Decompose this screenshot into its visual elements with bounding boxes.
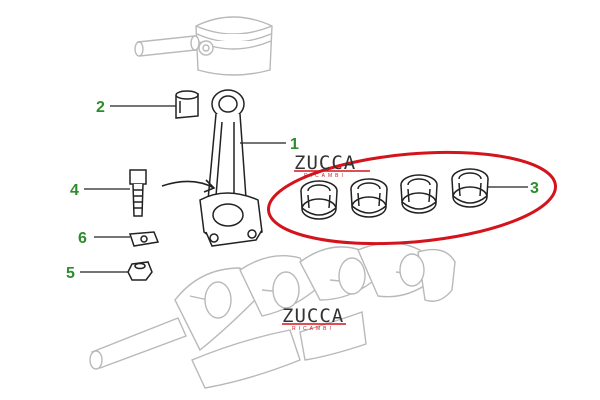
callout-number-3: 3 (530, 180, 539, 197)
crankshaft-ghost (89, 242, 456, 389)
callout-number-6: 6 (78, 230, 87, 247)
rod-nut (127, 261, 153, 281)
bearing-shell (451, 168, 489, 208)
callout-number-5: 5 (66, 265, 75, 282)
bearing-shell-set (300, 168, 489, 220)
watermark-brand: ZUCCA (294, 152, 356, 174)
callout-numbers: 1 2 3 4 5 6 (66, 99, 539, 282)
brand-watermark-bottom: ZUCCA RICAMBI (282, 305, 346, 332)
watermark-sub: RICAMBI (292, 326, 334, 332)
watermark-brand: ZUCCA (282, 305, 344, 327)
watermark-sub: RICAMBI (304, 173, 346, 179)
callout-number-4: 4 (70, 182, 79, 199)
highlight-ellipse (266, 150, 558, 246)
callout-number-1: 1 (290, 136, 299, 153)
connecting-rod (199, 89, 263, 247)
bearing-shell (400, 174, 438, 214)
piston-ghost (195, 16, 273, 76)
small-end-bush (175, 90, 199, 119)
bearing-shell (350, 178, 388, 218)
brand-watermark-top: ZUCCA RICAMBI (294, 152, 370, 179)
pointer-arrow (161, 179, 216, 193)
lock-plate (128, 231, 160, 247)
rod-bolt (129, 169, 147, 217)
callout-number-2: 2 (96, 99, 105, 116)
leader-lines (80, 105, 528, 273)
piston-pin-ghost (134, 35, 200, 57)
bearing-shell (300, 180, 338, 220)
